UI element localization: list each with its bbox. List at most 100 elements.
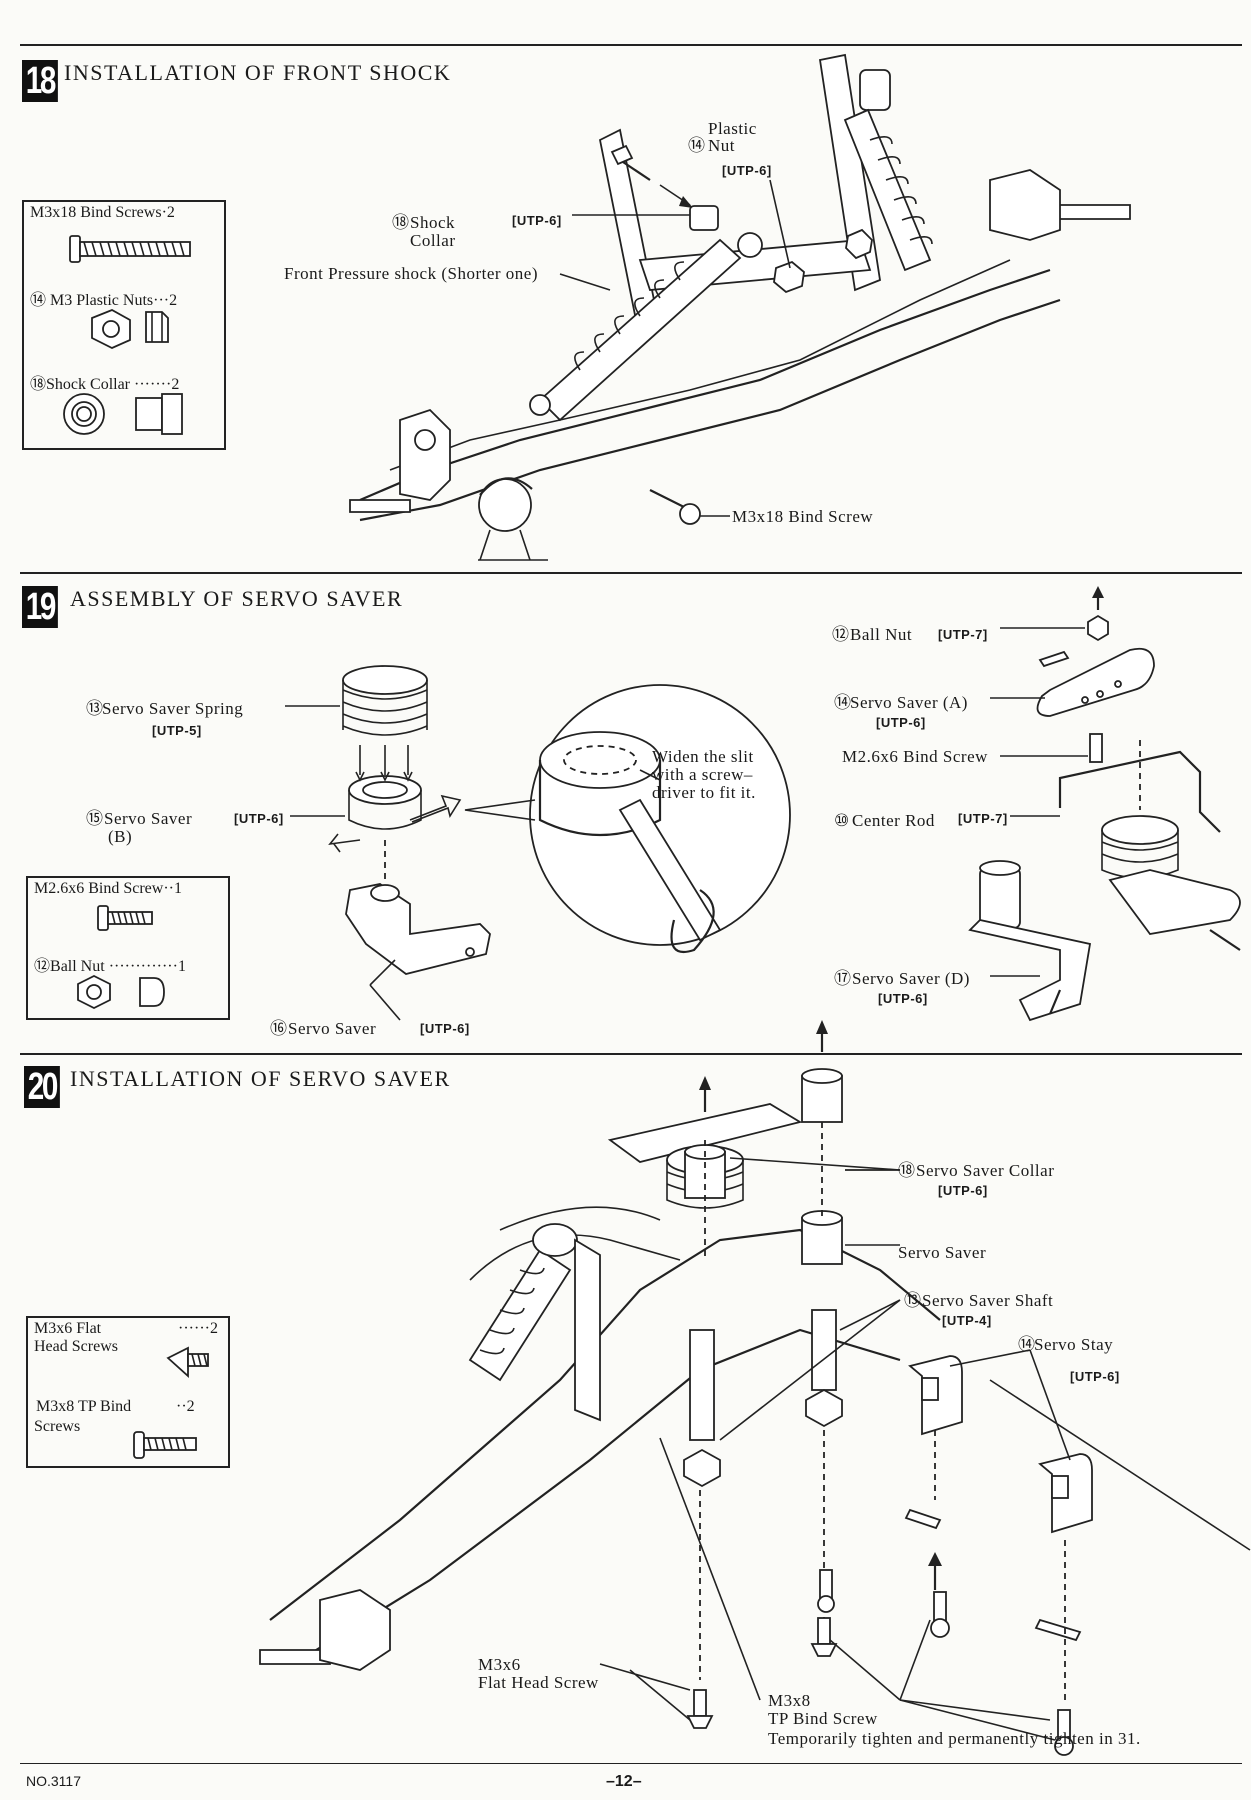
model-number: NO.3117 [26,1773,81,1789]
saver-b-label-2: (B) [108,827,133,846]
section-divider-19 [20,572,1242,574]
part-name: M2.6x6 Bind Screw [34,880,164,897]
part-name-2: Screws [34,1418,81,1435]
spring-label: Servo Saver Spring [102,699,244,718]
stay-ref: ⑭ [1018,1335,1036,1354]
parts-icons [133,1346,209,1459]
part-row-cont: Head Screws [34,1338,118,1356]
servo-saver-shaft-icon [811,1309,837,1391]
section-title: INSTALLATION OF SERVO SAVER [70,1066,451,1091]
servo-saver-shaft-icon [689,1329,715,1441]
footer-rule [20,1763,1242,1764]
servo-saver-label: Servo Saver [898,1243,987,1262]
bind-screw-label: M3x18 Bind Screw [732,507,874,526]
tp-bind-label-1: M3x8 [768,1691,811,1710]
part-qty: 2 [166,204,175,221]
part-name: M3x6 Flat [34,1320,102,1337]
servo-saver-assembly-illustration [285,586,1241,1022]
saver-d-code: [UTP-6] [878,991,928,1006]
saver-a-code: [UTP-6] [876,715,926,730]
shock-body-icon [843,108,932,272]
collar-ref: ⑱ [898,1161,916,1180]
collar-label: Servo Saver Collar [916,1161,1055,1180]
ball-nut-icon [1087,614,1109,642]
part-name: M3 Plastic Nuts [50,292,154,309]
parts-icons [77,905,165,1010]
saver-a-label: Servo Saver (A) [850,693,968,712]
nut-icon [773,260,805,294]
shaft-label: Servo Saver Shaft [922,1291,1054,1310]
part-name: Ball Nut [50,958,105,975]
saver-a-ref: ⑭ [834,693,852,712]
front-shock-label: Front Pressure shock (Shorter one) [284,264,539,283]
center-rod-code: [UTP-7] [958,811,1008,826]
parts-icons [63,235,191,435]
shaft-ref: ⑬ [904,1291,922,1310]
ball-nut-code: [UTP-7] [938,627,988,642]
widen-slit-line-3: driver to fit it. [652,783,756,802]
section-number: 19 [22,586,58,628]
ball-nut-ref: ⑫ [832,625,850,644]
part-qty: 2 [171,376,180,393]
part-name: Shock Collar [46,376,131,393]
flat-head-screw-icon [693,1689,707,1717]
widen-slit-line-1: Widen the slit [652,747,754,766]
screw-shank-icon [79,241,191,257]
ball-nut-side-icon [139,977,165,1007]
part-row: ⑱Shock Collar ·······2 [30,376,180,393]
plastic-nut-code: [UTP-6] [722,163,772,178]
front-shock-icon [538,238,742,422]
part-qty: 1 [173,880,182,897]
flat-head-label-2: Flat Head Screw [478,1673,599,1692]
stay-label: Servo Stay [1034,1335,1114,1354]
collar-code: [UTP-6] [938,1183,988,1198]
part-name: M3x18 Bind Screws [30,204,162,221]
shaft-code: [UTP-4] [942,1313,992,1328]
shock-collar-label-2: Collar [410,231,456,250]
tp-bind-note: Temporarily tighten and permanently tigh… [768,1729,1141,1748]
part-row: M3x18 Bind Screws·2 [30,204,175,221]
saver-bottom-code: [UTP-6] [420,1021,470,1036]
part-row: M3x6 Flat ······2 [34,1320,218,1337]
part-ref: ⑱ [30,376,47,393]
plastic-nut-label: Plastic [708,119,757,138]
tp-bind-label-2: TP Bind Screw [768,1709,878,1728]
part-qty: 2 [209,1320,218,1337]
shock-collar-code: [UTP-6] [512,213,562,228]
center-rod-ref: ⑩ [834,811,850,830]
part-row: M3x8 TP Bind ··2 [36,1398,195,1415]
servo-saver-plate-icon [607,1103,803,1163]
spring-ref: ⑬ [86,699,104,718]
saver-b-code: [UTP-6] [234,811,284,826]
part-ref: ⑫ [34,958,51,975]
part-row: ⑫Ball Nut ·············1 [34,958,186,975]
collar-icon [689,205,719,231]
section-number: 20 [24,1066,60,1108]
front-shock-illustration [349,53,1131,561]
top-rule [20,44,1242,46]
part-ref: ⑭ [30,292,47,309]
center-rod-icon [1058,750,1221,833]
m26-screw-label: M2.6x6 Bind Screw [842,747,988,766]
shock-body-icon [468,1248,572,1382]
plastic-nut-label-2: Nut [708,136,735,155]
section-divider-20 [20,1053,1242,1055]
part-row: M2.6x6 Bind Screw··1 [34,880,182,897]
part-name: M3x8 TP Bind [36,1398,132,1415]
spring-code: [UTP-5] [152,723,202,738]
plastic-nut-ref: ⑭ [688,136,706,155]
shock-collar-ref: ⑱ [392,213,410,232]
saver-d-label: Servo Saver (D) [852,969,970,988]
shock-top-icon [859,69,891,111]
saver-bottom-ref: ⑯ [270,1019,288,1038]
section-number: 18 [22,60,58,102]
saver-b-label: Servo Saver [104,809,193,828]
servo-saver-arm-icon [345,883,491,975]
center-rod-label: Center Rod [852,811,935,830]
part-qty: 2 [186,1398,195,1415]
page-number: –12– [606,1773,642,1790]
part-qty: 1 [177,958,186,975]
part-qty: 2 [169,292,178,309]
part-row: ⑭ M3 Plastic Nuts···2 [30,292,178,309]
shock-collar-label: Shock [410,213,455,232]
